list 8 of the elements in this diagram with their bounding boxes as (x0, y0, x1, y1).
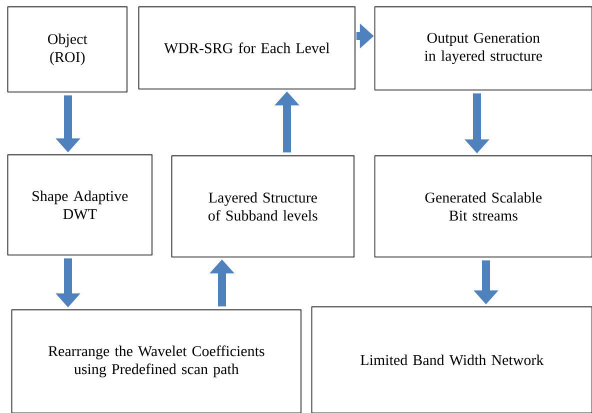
process-box: Layered Structure of Subband levels (171, 155, 354, 258)
process-box: Generated Scalable Bit streams (374, 155, 592, 258)
process-box: Output Generation in layered structure (374, 6, 592, 90)
process-box: Shape Adaptive DWT (7, 154, 152, 256)
process-box: Limited Band Width Network (311, 306, 592, 413)
process-box: Rearrange the Wavelet Coefficients using Predefined scan path (11, 309, 302, 413)
process-box: Object (ROI) (7, 6, 128, 92)
process-box: WDR-SRG for Each Level (138, 6, 356, 90)
